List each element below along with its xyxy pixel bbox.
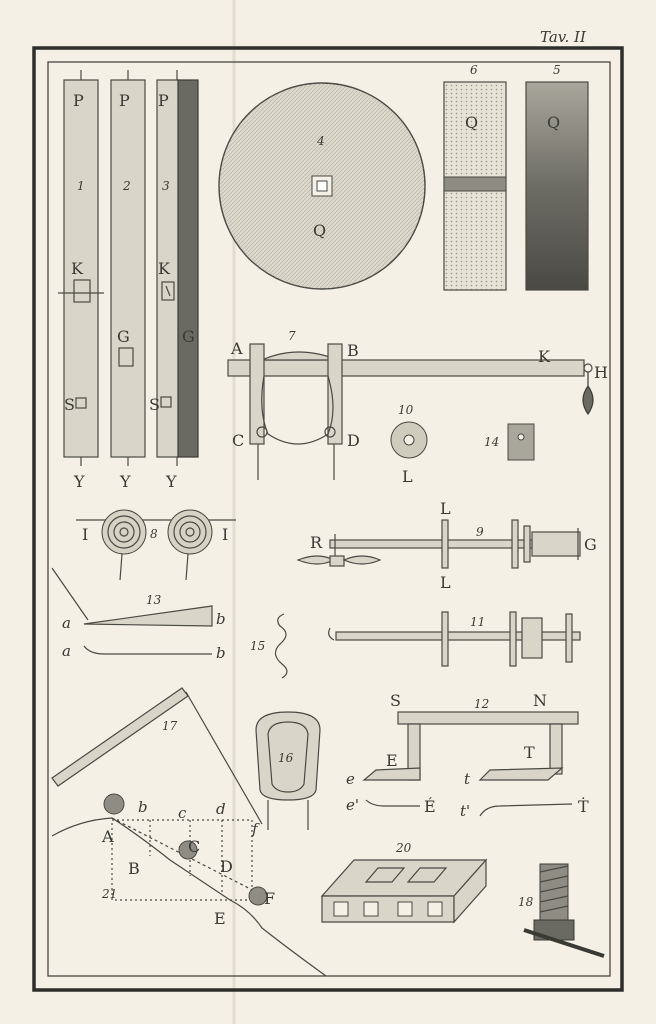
label-a-13-bottom: a [62, 642, 71, 660]
label-t-12: T [524, 743, 535, 762]
fig-number-9: 9 [476, 525, 484, 539]
label-p-2: P [119, 91, 130, 110]
fig-number-8: 8 [150, 527, 158, 541]
fig-number-5: 5 [553, 63, 561, 77]
label-b-small-21: b [138, 798, 148, 816]
label-b-21: B [128, 859, 140, 878]
figure-2-bar: P 2 G Y [110, 70, 146, 491]
figure-13-wedge: 13 a b a b [51, 567, 226, 662]
fig-number-17: 17 [162, 719, 178, 733]
fig-number-11: 11 [470, 615, 485, 629]
figure-10-washer: 10 L [390, 403, 428, 486]
label-e-small-12: e [346, 770, 355, 788]
label-d-small-21: d [216, 800, 226, 818]
figure-7-lever: 7 A B K H C D [227, 329, 608, 480]
figure-14-block: 14 [484, 423, 535, 461]
figure-16-horseshoe: 16 [255, 711, 321, 830]
label-p-3: P [158, 91, 169, 110]
fig-number-12: 12 [474, 697, 489, 711]
label-f-21: F [264, 889, 275, 908]
label-h-7: H [594, 363, 608, 382]
label-a-13-top: a [62, 614, 71, 632]
figure-3-bar: P 3 K G S Y [149, 70, 199, 491]
label-s-1: S [64, 395, 75, 414]
label-l-10: L [402, 467, 413, 486]
label-e-prime-12: e' [346, 796, 359, 814]
label-g-9: G [584, 535, 597, 554]
label-i-8-right: I [222, 525, 228, 544]
figure-1-bar: P 1 K S Y [58, 70, 104, 491]
label-t-small-12: t [464, 770, 471, 788]
label-a-21: A [101, 827, 114, 846]
label-k-7: K [538, 347, 551, 366]
figure-20-crate: 20 [320, 841, 488, 924]
figure-8-spirals: 8 I I [76, 509, 236, 581]
label-b-7: B [347, 341, 359, 360]
fig-number-15: 15 [250, 639, 265, 653]
fig-number-10: 10 [398, 403, 414, 417]
label-c-small-21: c [178, 804, 187, 822]
label-k-3: K [158, 259, 171, 278]
fig-number-7: 7 [288, 329, 296, 343]
label-y-3: Y [165, 472, 177, 491]
figure-6-panel: 6 Q [443, 63, 507, 291]
label-c-21: C [188, 837, 200, 856]
label-q-4: Q [313, 221, 326, 240]
label-k-1: K [71, 259, 84, 278]
label-l-9-top: L [440, 499, 451, 518]
fig-number-4: 4 [316, 134, 325, 148]
fig-number-6: 6 [470, 63, 478, 77]
plate-frame [32, 46, 624, 992]
fig-number-2: 2 [122, 179, 131, 193]
figure-15-s-hook: 15 [250, 613, 288, 679]
figure-9-spindle: 9 L L R G [296, 499, 597, 592]
fig-number-16: 16 [278, 751, 294, 765]
label-d-21: D [220, 857, 233, 876]
label-b-13-top: b [216, 610, 226, 628]
label-d-7: D [347, 431, 360, 450]
fig-number-14: 14 [484, 435, 499, 449]
figure-18-screw: 18 [518, 863, 605, 958]
figure-21-slope: A b c d f B C D E F 21 [51, 793, 327, 977]
figure-11-spindle: 11 [328, 611, 581, 667]
label-g-3: G [182, 327, 195, 346]
label-f-small-21: f [251, 820, 260, 838]
label-i-8-left: I [82, 525, 88, 544]
label-e-dot-12: É [424, 796, 436, 816]
label-q-5: Q [547, 113, 560, 132]
fig-number-21: 21 [101, 887, 117, 901]
label-n-12: N [533, 691, 547, 710]
label-t-dot-12: Ṫ [578, 796, 589, 816]
fig-number-1: 1 [77, 179, 85, 193]
label-l-9-bottom: L [440, 573, 451, 592]
label-s-12: S [390, 691, 401, 710]
label-q-6: Q [465, 113, 478, 132]
label-c-7: C [232, 431, 244, 450]
label-e-12: E [386, 751, 398, 770]
label-p-1: P [73, 91, 84, 110]
fig-number-13: 13 [146, 593, 162, 607]
label-r-9: R [310, 533, 323, 552]
label-g-2: G [117, 327, 130, 346]
plate-title: Tav. II [540, 28, 587, 46]
fig-number-3: 3 [162, 179, 170, 193]
label-b-13-bottom: b [216, 644, 226, 662]
label-t-prime-12: t' [460, 802, 470, 820]
figure-5-panel: 5 Q [525, 63, 589, 291]
fig-number-18: 18 [518, 895, 534, 909]
label-a-7: A [230, 339, 243, 358]
fig-number-20: 20 [395, 841, 412, 855]
label-s-3: S [149, 395, 160, 414]
label-y-2: Y [119, 472, 131, 491]
figure-17-rod: 17 [51, 687, 263, 825]
figure-4-disc: 4 Q [218, 82, 426, 290]
label-y-1: Y [73, 472, 85, 491]
label-e-21: E [214, 909, 226, 928]
figure-12-frame: 12 S N E T e t e' É t' Ṫ [346, 691, 589, 820]
